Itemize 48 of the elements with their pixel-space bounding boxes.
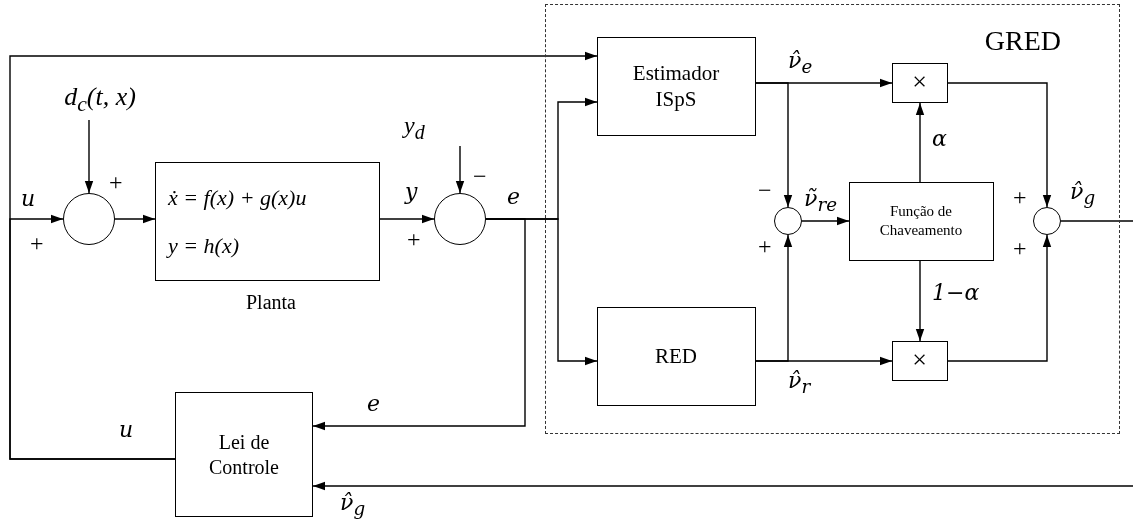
edge-label: ν̂$_{g}$ xyxy=(340,492,366,519)
estimator-block xyxy=(596,36,756,136)
arrow xyxy=(114,214,156,224)
switching-block xyxy=(848,181,994,261)
arrow xyxy=(312,481,1133,491)
sign-label: + xyxy=(1013,185,1027,209)
block-label: Função de Chaveamento xyxy=(878,202,964,240)
block-label: × xyxy=(912,66,927,99)
arrow xyxy=(755,234,793,362)
multiplier-block xyxy=(891,340,948,381)
arrow xyxy=(9,51,598,460)
sign-label: + xyxy=(1013,236,1027,260)
arrow xyxy=(755,82,793,208)
math-label: ẋ = f(x) + g(x)u xyxy=(168,183,307,212)
summing-junction xyxy=(434,193,486,245)
arrow xyxy=(947,234,1052,362)
group-title: GRED xyxy=(984,24,1061,58)
block-label: × xyxy=(912,344,927,377)
summing-junction xyxy=(773,206,802,235)
sign-label: − xyxy=(473,164,487,188)
plant-block xyxy=(155,162,380,281)
arrow xyxy=(915,260,925,342)
arrow xyxy=(379,214,435,224)
math-label: y$_{d}$ xyxy=(404,110,425,145)
edge-label: ν̂$_{g}$ xyxy=(1070,181,1096,208)
differentiator-block xyxy=(596,306,756,406)
math-label: d$_{c}$(t, x) xyxy=(64,81,136,119)
sign-label: + xyxy=(30,231,44,255)
sign-label: + xyxy=(109,170,123,194)
summing-junction xyxy=(1032,206,1061,235)
dashed-group-box xyxy=(545,4,1120,434)
block-caption: Planta xyxy=(246,292,296,312)
arrow xyxy=(915,102,925,183)
controller-block xyxy=(175,392,313,517)
arrow xyxy=(801,216,850,226)
sign-label: + xyxy=(758,234,772,258)
arrow xyxy=(455,145,465,194)
arrow xyxy=(312,218,526,431)
block-label: Estimador ISpS xyxy=(631,59,721,113)
sign-label: + xyxy=(407,227,421,251)
sign-label: − xyxy=(758,178,772,202)
arrow xyxy=(84,119,94,194)
multiplier-block xyxy=(891,62,948,103)
summing-junction xyxy=(63,193,115,245)
block-label: RED xyxy=(655,342,697,370)
math-label: y = h(x) xyxy=(168,231,240,260)
arrow xyxy=(947,82,1052,208)
block-label: Lei de Controle xyxy=(208,429,280,480)
